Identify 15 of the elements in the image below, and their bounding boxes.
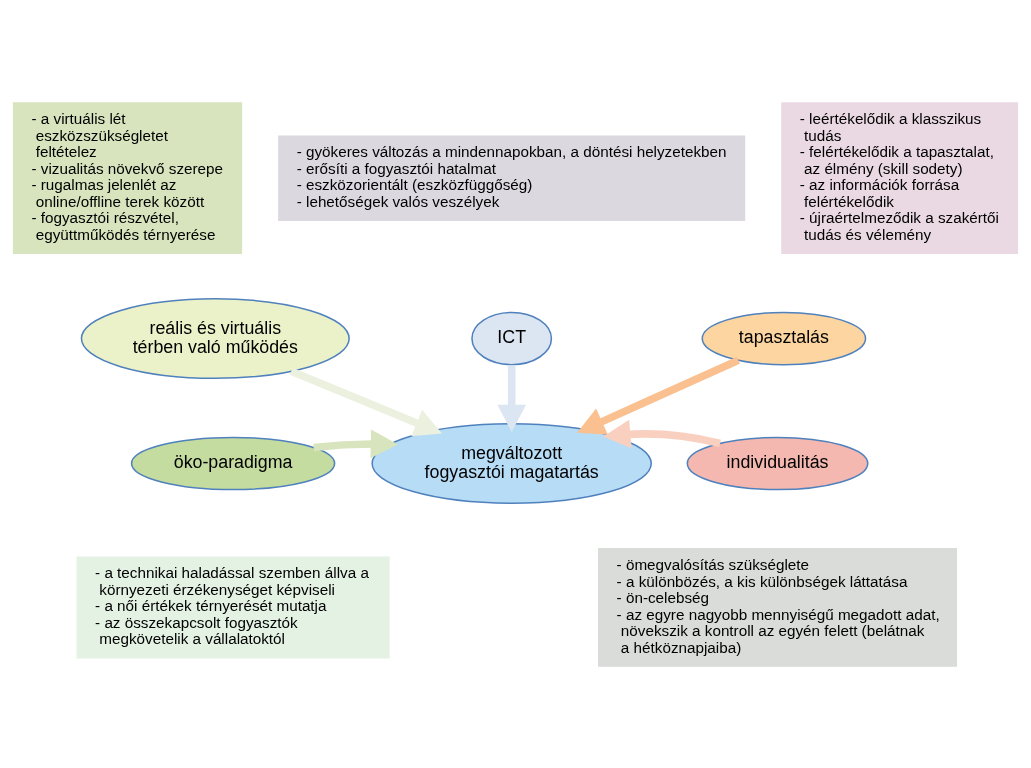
node-ellipse: tapasztalás	[701, 311, 867, 365]
node-box: - a virtuális lét eszközszükségletet feltételez - vizualitás növekvő szerepe - rugalmas jelenlét az online/offline terek között - fogyasztói részvétel, együttműködés térnyerése	[12, 101, 243, 254]
node-box: - ömegvalósítás szükséglete - a különbözés, a kis különbségek láttatása - ön-celebség - az egyre nagyobb mennyiségű megadott adat, növekszik a kontroll az egyén felett (belátnak a hétköznapjaiba)	[598, 547, 958, 667]
arrow	[313, 429, 399, 458]
arrow	[497, 364, 526, 432]
node-box: - gyökeres változás a mindennapokban, a döntési helyzetekben - erősíti a fogyasztói hatalmat - eszközorientált (eszközfüggőség) - lehetőségek valós veszélyek	[278, 134, 746, 221]
node-ellipse: öko-paradigma	[130, 436, 336, 490]
node-ellipse: ICT	[471, 311, 553, 365]
arrow	[577, 356, 740, 435]
arrow	[603, 419, 721, 448]
node-box: - leértékelődik a klasszikus tudás - felértékelődik a tapasztalat, az élmény (skill sodety) - az információk forrása felértékelődik - újraértelmeződik a szakértői tudás és vélemény	[781, 101, 1019, 254]
node-box: - a technikai haladással szemben állva a környezeti érzékenységet képviseli - a női értékek térnyerését mutatja - az összekapcsolt fogyasztók megkövetelik a vállalatoktól	[76, 555, 390, 658]
arrow	[289, 367, 442, 436]
node-ellipse: reális és virtuális térben való működés	[80, 297, 350, 379]
node-ellipse: individualitás	[686, 436, 869, 490]
